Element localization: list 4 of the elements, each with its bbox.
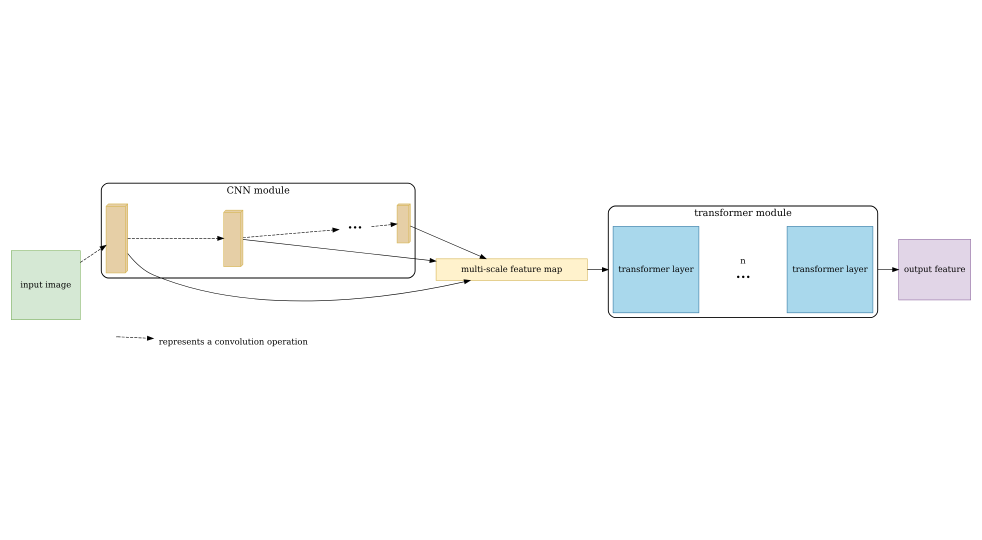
node-text: •••: [348, 222, 363, 232]
label: •••: [736, 271, 751, 282]
label: n: [740, 255, 746, 266]
legend-label: represents a convolution operation: [158, 336, 308, 346]
